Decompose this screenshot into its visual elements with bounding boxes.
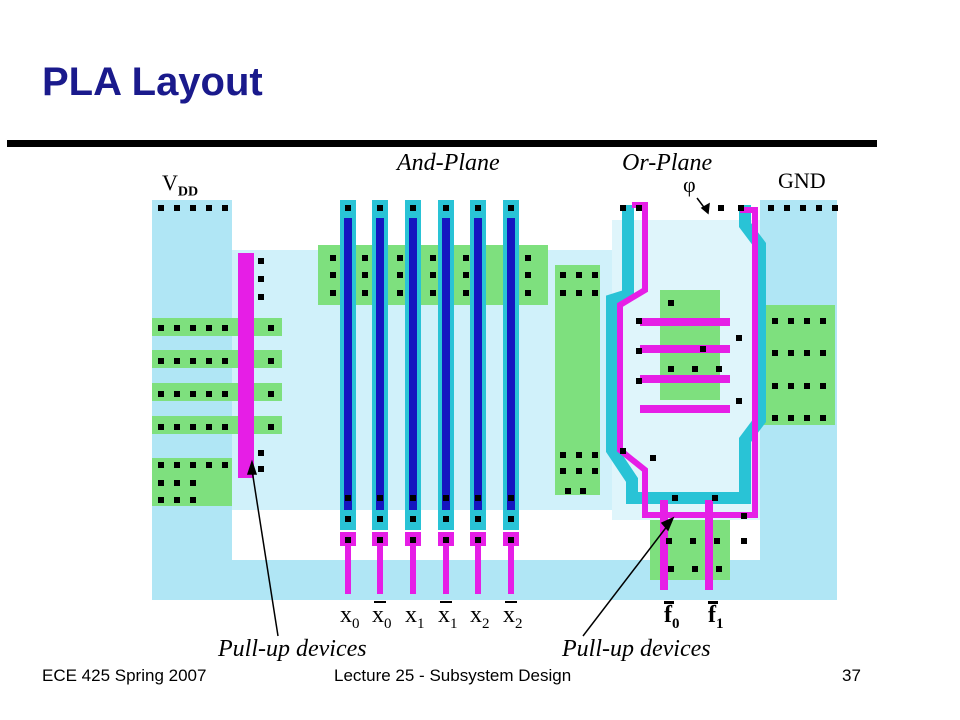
input-label-x1-bar: x1	[438, 601, 458, 632]
footer-lecture: Lecture 25 - Subsystem Design	[334, 666, 572, 685]
output-label-f0: f0	[664, 601, 680, 632]
vdd-label: VDD	[162, 170, 199, 200]
title-divider	[7, 140, 877, 147]
or-plane-label: Or-Plane	[622, 150, 713, 176]
input-label-x1: x1	[405, 602, 425, 632]
and-plane-label: And-Plane	[397, 150, 500, 176]
complement-bar	[664, 601, 674, 604]
input-label-x0-bar: x0	[372, 601, 392, 632]
footer-page-number: 37	[842, 666, 861, 685]
input-label-x0: x0	[340, 602, 360, 632]
complement-bar	[440, 601, 452, 603]
pullup-arrows	[246, 197, 710, 637]
phi-label: φ	[683, 172, 696, 197]
footer-course: ECE 425 Spring 2007	[42, 666, 207, 685]
page-title: PLA Layout	[42, 60, 263, 104]
gnd-label: GND	[778, 168, 826, 193]
and-plane-columns	[340, 200, 519, 594]
pullup-devices-right-label: Pull-up devices	[562, 636, 711, 662]
input-label-x2-bar: x2	[503, 601, 523, 632]
contacts-layer	[158, 205, 838, 572]
complement-bar	[505, 601, 517, 603]
complement-bar	[708, 601, 718, 604]
input-label-x2: x2	[470, 602, 490, 632]
complement-bar	[374, 601, 386, 603]
output-label-f1: f1	[708, 601, 724, 632]
pullup-devices-left-label: Pull-up devices	[218, 636, 367, 662]
poly-layer	[238, 202, 758, 590]
